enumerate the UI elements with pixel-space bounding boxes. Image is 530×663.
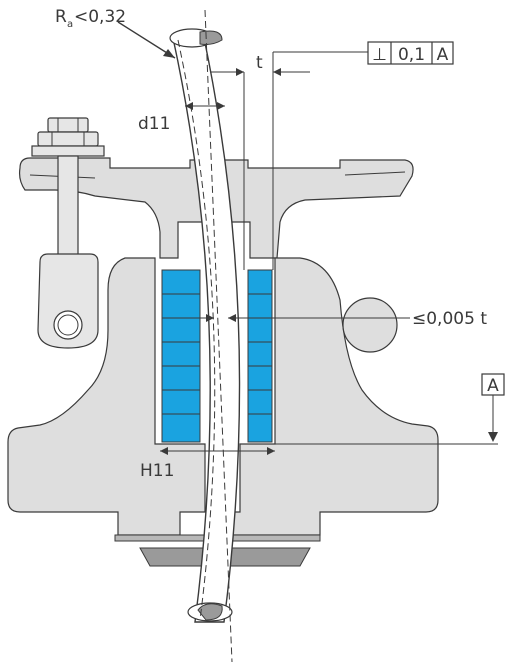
center-lines [177, 9, 233, 663]
gdt-symbol: ⊥ [372, 45, 387, 65]
thickness-label: t [256, 53, 263, 73]
eye-bolt [31, 117, 105, 349]
roughness-r: R [55, 7, 67, 27]
gdt-tolerance: 0,1 [398, 45, 425, 65]
shaft-tolerance-label: d11 [138, 114, 170, 134]
stuffing-box-body [7, 257, 439, 536]
roughness-sub: a [67, 19, 73, 30]
bore-tolerance-label: H11 [140, 461, 174, 481]
gdt-datum: A [437, 45, 449, 65]
packing-rings-right [247, 269, 273, 443]
datum-label: A [487, 376, 499, 396]
shaft [169, 28, 241, 623]
dimension-lines [117, 21, 498, 455]
packing-rings-left [161, 269, 201, 443]
gdt-frame: ⊥ 0,1 A [367, 41, 454, 65]
datum-a-box: A [481, 373, 505, 396]
roughness-value: <0,32 [74, 7, 126, 27]
clearance-note: ≤0,005 t [412, 309, 487, 329]
